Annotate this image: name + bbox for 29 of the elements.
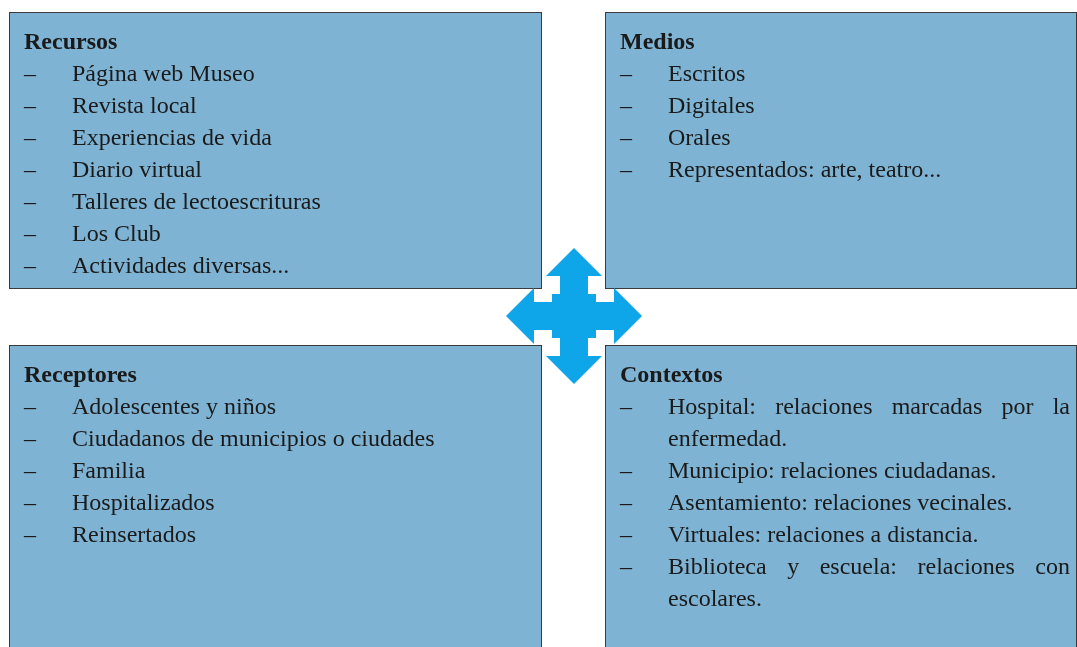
list-item: – Ciudadanos de municipios o ciudades [24,424,436,453]
list-item: – Hospitalizados [24,488,216,517]
list-item: – Digitales [620,91,756,120]
list-item: – Página web Museo [24,59,256,88]
list-item: – Diario virtual [24,155,203,184]
list-item: – Adolescentes y niños [24,392,277,421]
list-item: – Biblioteca y escuela: relaciones con escolares. [620,552,1070,613]
category-panel [9,345,542,647]
category-panel [605,12,1077,289]
list-item: – Escritos [620,59,747,88]
panel-heading: Recursos [24,27,119,56]
list-item: – Talleres de lectoescrituras [24,187,322,216]
list-item: – Reinsertados [24,520,197,549]
list-item: – Revista local [24,91,198,120]
list-item: – Virtuales: relaciones a distancia. [620,520,980,549]
list-item: – Familia [24,456,147,485]
list-item: – Los Club [24,219,162,248]
category-panel [605,345,1077,647]
list-item: – Municipio: relaciones ciudadanas. [620,456,998,485]
list-item: – Orales [620,123,732,152]
panel-heading: Medios [620,27,696,56]
list-item: – Hospital: relaciones marcadas por la enfermedad. [620,392,1070,453]
list-item: – Actividades diversas... [24,251,291,280]
list-item: – Asentamiento: relaciones vecinales. [620,488,1014,517]
panel-heading: Contextos [620,360,724,389]
category-panel [9,12,542,289]
panel-heading: Receptores [24,360,138,389]
list-item: – Representados: arte, teatro... [620,155,943,184]
list-item: – Experiencias de vida [24,123,273,152]
